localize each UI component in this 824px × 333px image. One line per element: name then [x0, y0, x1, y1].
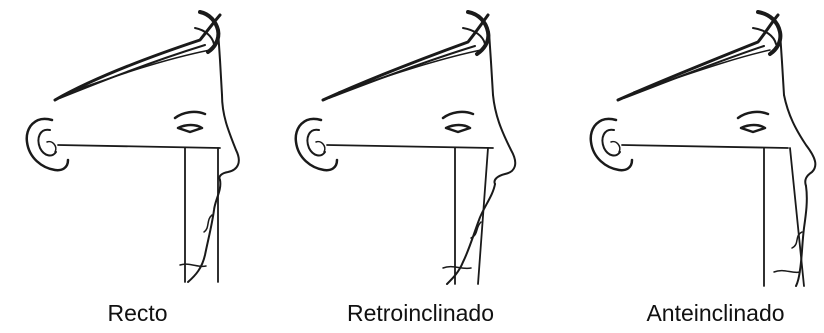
panel-recto: Recto — [0, 0, 275, 333]
label-recto: Recto — [0, 300, 275, 327]
profile-retroinclinado-drawing — [283, 0, 558, 300]
panel-retroinclinado: Retroinclinado — [283, 0, 558, 333]
label-retroinclinado: Retroinclinado — [283, 300, 558, 327]
profile-anteinclinado-drawing — [578, 0, 824, 300]
label-anteinclinado: Anteinclinado — [578, 300, 824, 327]
panel-anteinclinado: Anteinclinado — [578, 0, 824, 333]
profile-recto-drawing — [0, 0, 275, 300]
